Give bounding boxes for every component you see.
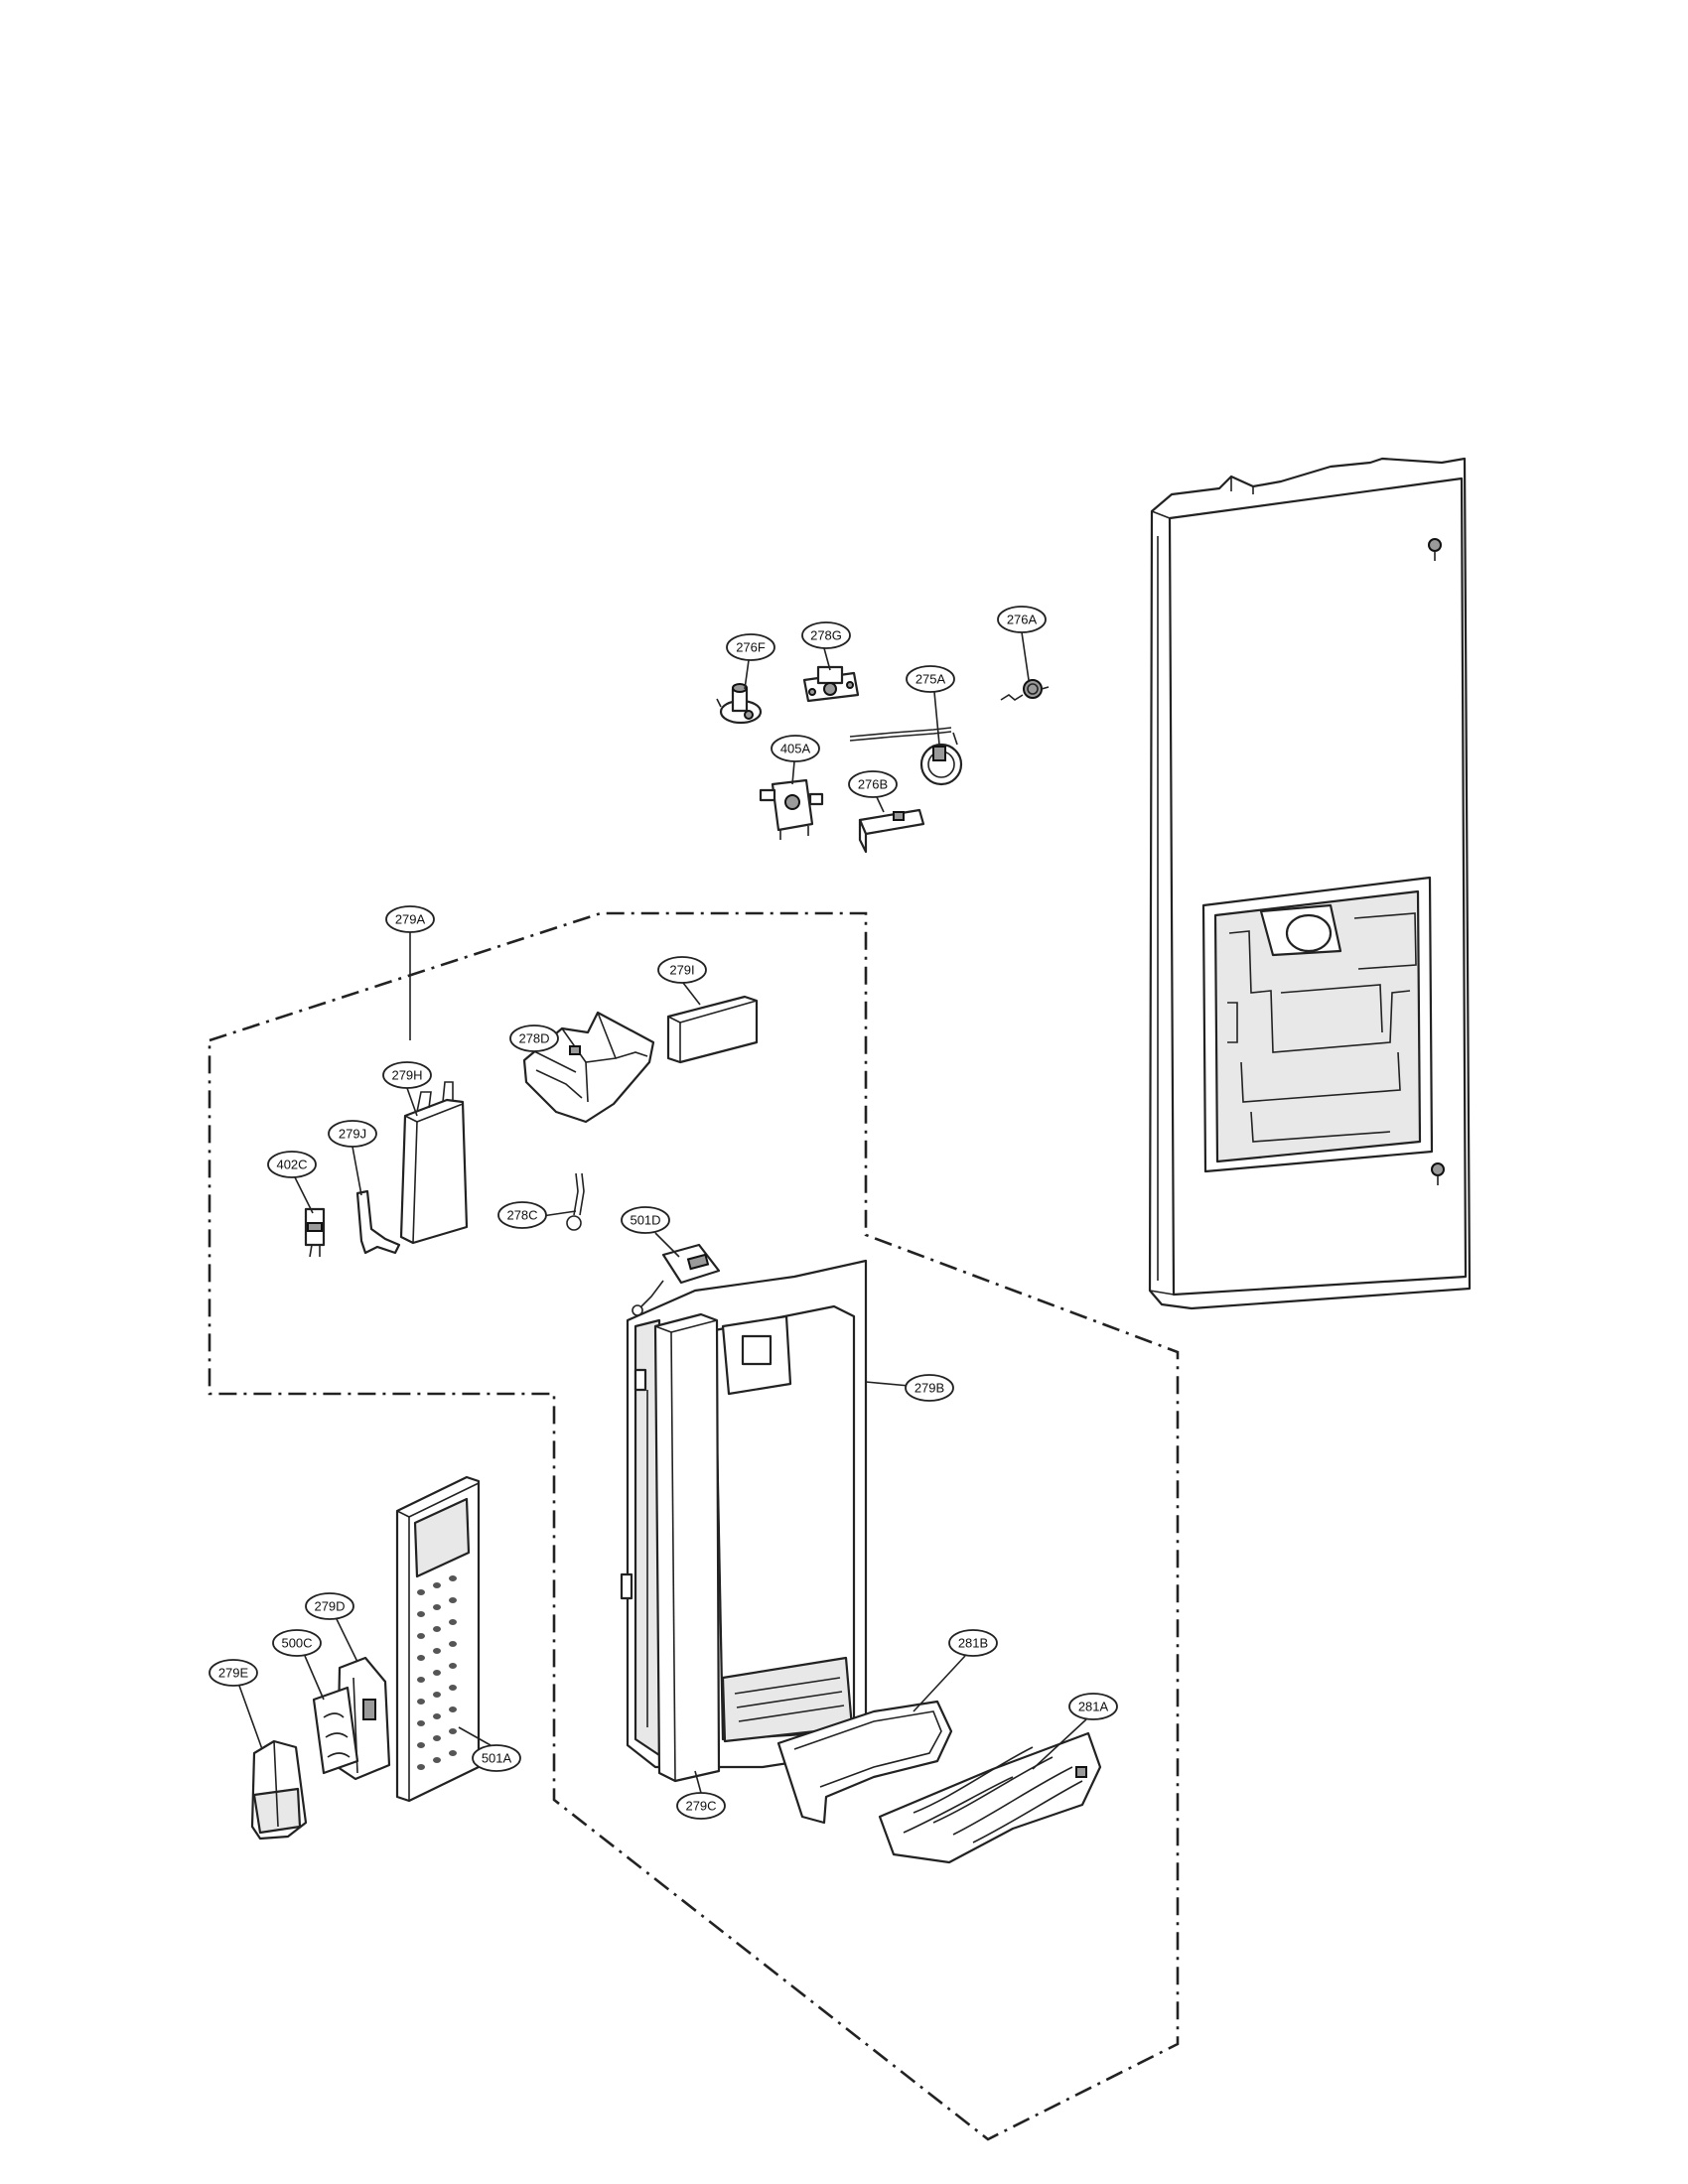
callout-276B: 276B (848, 770, 898, 798)
callout-501A-label: 501A (482, 1751, 512, 1766)
keypad-button-dot (433, 1713, 441, 1719)
callout-276A: 276A (997, 606, 1047, 633)
part-281B (776, 1700, 953, 1825)
callout-501D-label: 501D (630, 1213, 660, 1228)
callout-276A-label: 276A (1007, 613, 1038, 627)
callout-279J-label: 279J (339, 1127, 366, 1142)
door-screw-bottom (1431, 1162, 1445, 1185)
callout-281B: 281B (948, 1629, 998, 1657)
callout-279C: 279C (676, 1792, 726, 1820)
part-279I (666, 995, 759, 1064)
callout-276F-label: 276F (736, 640, 766, 655)
keypad-button-dot (433, 1757, 441, 1763)
part-279C (653, 1312, 721, 1783)
callout-405A: 405A (771, 735, 820, 762)
part-278C (566, 1172, 585, 1231)
callout-279I: 279I (657, 956, 707, 984)
callout-279D-label: 279D (314, 1599, 345, 1614)
callout-279E: 279E (209, 1659, 258, 1687)
keypad-button-dot (417, 1611, 425, 1617)
part-275A (849, 727, 963, 786)
keypad-button-dot (449, 1663, 457, 1669)
keypad-button-dot (449, 1685, 457, 1691)
part-279H (399, 1081, 469, 1245)
part-276A (1000, 679, 1050, 701)
dispenser-recess (1201, 876, 1434, 1173)
part-500C (312, 1686, 359, 1775)
callout-275A-label: 275A (915, 672, 946, 687)
keypad-button-dot (417, 1720, 425, 1726)
keypad-button-dot (417, 1589, 425, 1595)
callout-278G: 278G (801, 621, 851, 649)
keypad-button-dot (433, 1648, 441, 1654)
callout-276B-label: 276B (858, 777, 888, 792)
callout-279E-label: 279E (218, 1666, 249, 1681)
callout-279C-label: 279C (685, 1799, 716, 1814)
keypad-button-dot (433, 1604, 441, 1610)
callout-501D: 501D (621, 1206, 670, 1234)
callout-279D: 279D (305, 1592, 354, 1620)
keypad-button-dot (417, 1699, 425, 1705)
keypad-button-dot (449, 1597, 457, 1603)
keypad-button-dot (433, 1735, 441, 1741)
keypad-button-dot (417, 1677, 425, 1683)
callout-278D-label: 278D (518, 1031, 549, 1046)
keypad-buttons (417, 1575, 457, 1770)
keypad-button-dot (449, 1619, 457, 1625)
callout-278C-label: 278C (506, 1208, 537, 1223)
keypad-button-dot (449, 1750, 457, 1756)
keypad-button-dot (417, 1633, 425, 1639)
callout-281B-label: 281B (958, 1636, 988, 1651)
callout-279I-label: 279I (669, 963, 694, 978)
door-screw-top (1428, 538, 1442, 561)
callout-278C: 278C (497, 1201, 547, 1229)
callout-402C-label: 402C (276, 1158, 307, 1172)
callout-279B-label: 279B (914, 1381, 944, 1396)
keypad-button-dot (417, 1655, 425, 1661)
door-panel (1148, 457, 1472, 1310)
callout-275A: 275A (906, 665, 955, 693)
callout-279H-label: 279H (391, 1068, 422, 1083)
callout-279A-label: 279A (395, 912, 426, 927)
callout-279A: 279A (385, 905, 435, 933)
keypad-button-dot (449, 1728, 457, 1734)
part-276F (716, 683, 763, 725)
part-405A (759, 778, 824, 840)
part-279E (250, 1739, 308, 1841)
callout-500C: 500C (272, 1629, 322, 1657)
callout-501A: 501A (472, 1744, 521, 1772)
callout-278D: 278D (509, 1024, 559, 1052)
part-278G (802, 665, 860, 703)
callout-278G-label: 278G (810, 628, 842, 643)
keypad-button-dot (417, 1764, 425, 1770)
callout-500C-label: 500C (281, 1636, 312, 1651)
callout-281A-label: 281A (1078, 1700, 1109, 1714)
keypad-button-dot (449, 1706, 457, 1712)
keypad-button-dot (433, 1626, 441, 1632)
callout-279H: 279H (382, 1061, 432, 1089)
callout-405A-label: 405A (780, 742, 811, 756)
part-501A (395, 1475, 481, 1803)
callout-279J: 279J (328, 1120, 377, 1148)
keypad-button-dot (433, 1582, 441, 1588)
part-281A (878, 1731, 1102, 1864)
part-276B (858, 808, 925, 854)
keypad-button-dot (433, 1692, 441, 1698)
keypad-button-dot (449, 1641, 457, 1647)
keypad-button-dot (433, 1670, 441, 1676)
callout-279B: 279B (905, 1374, 954, 1402)
callout-276F: 276F (726, 633, 775, 661)
keypad-button-dot (417, 1742, 425, 1748)
part-279J (355, 1189, 401, 1255)
keypad-button-dot (449, 1575, 457, 1581)
callout-402C: 402C (267, 1151, 317, 1178)
group-279A-outline (208, 911, 1180, 2141)
callout-281A: 281A (1068, 1693, 1118, 1720)
leader-lines (238, 631, 1087, 1794)
part-402C (304, 1207, 326, 1258)
